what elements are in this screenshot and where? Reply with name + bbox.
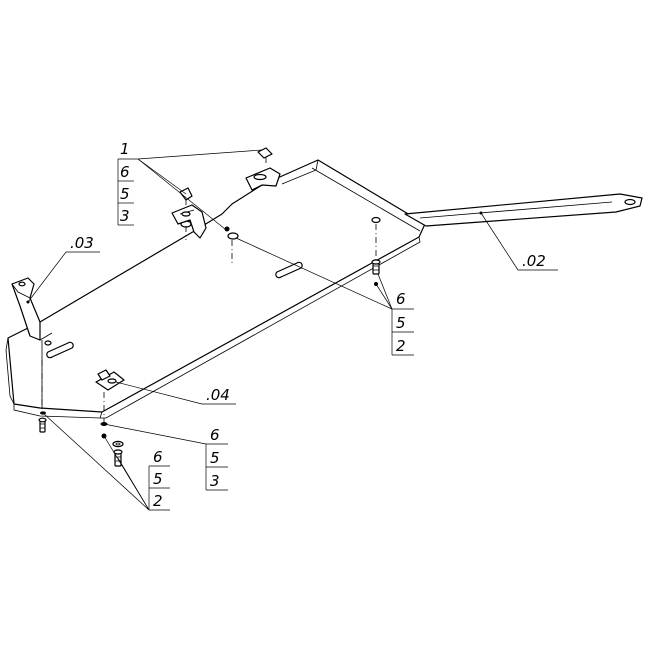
callout-652b-pos2: 5 — [153, 470, 163, 488]
skid-plate — [5, 159, 426, 419]
callout-6-5-2-bottom: 6 5 2 — [42, 412, 170, 511]
callout-653b-pos2: 5 — [210, 449, 220, 467]
axis-lines — [41, 224, 377, 422]
callout-652b-pos1: 6 — [153, 448, 163, 466]
callout-6-5-3-bottom: 6 5 3 — [103, 423, 228, 491]
fastener-right — [371, 259, 381, 275]
callout-04-label: .04 — [206, 386, 230, 404]
callout-653b-pos1: 6 — [210, 426, 220, 444]
callout-1-pos2: 6 — [120, 163, 130, 181]
left-bracket — [11, 277, 52, 346]
callout-1-pos1: 1 — [120, 140, 130, 158]
callout-6-5-2-right: 6 5 2 — [235, 237, 414, 356]
top-bracket-left — [171, 187, 207, 239]
callout-652r-pos1: 6 — [396, 290, 406, 308]
fastener-bottom-left — [38, 411, 47, 433]
callout-652r-pos3: 2 — [396, 337, 406, 355]
rear-strip — [404, 193, 643, 227]
callout-03: .03 — [26, 234, 100, 304]
callout-652b-pos3: 2 — [153, 492, 163, 510]
callout-1-pos3: 5 — [120, 185, 130, 203]
fastener-bottom-mid — [100, 422, 124, 467]
callout-1-6-5-3: 1 6 5 3 — [117, 140, 263, 230]
front-bracket — [95, 369, 125, 391]
callout-1-pos4: 3 — [120, 207, 130, 225]
callout-653b-pos3: 3 — [210, 472, 220, 490]
callout-02: .02 — [480, 212, 558, 271]
callout-04: .04 — [115, 381, 236, 405]
callout-02-label: .02 — [522, 252, 546, 270]
callout-03-label: .03 — [70, 234, 94, 252]
callout-652r-pos2: 5 — [396, 314, 406, 332]
top-bracket-right — [245, 147, 281, 191]
